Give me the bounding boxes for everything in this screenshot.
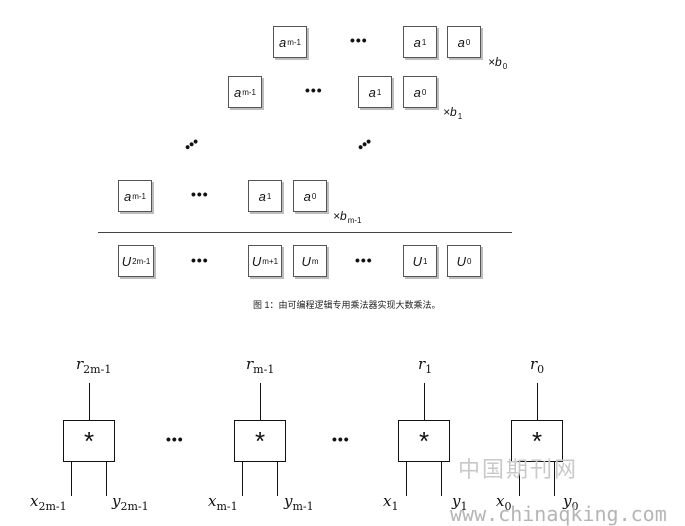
label-y-m-1: ym-1 [284,492,314,513]
ellipsis-row0: ••• [350,32,368,48]
label-x-m-1: xm-1 [208,492,238,513]
label-r-2m-1: r2m-1 [76,355,112,376]
wire-x-1 [406,462,408,496]
multiplier-gate-2m-1: * [63,420,115,462]
ellipsis-gates-right: ••• [332,431,350,447]
label-x-0: x0 [496,492,512,513]
sum-rule [98,232,512,233]
label-r-0: r0 [530,355,545,376]
label-r-m-1: rm-1 [246,355,275,376]
wire-y-0 [554,462,556,496]
mult-b0: ×b0 [488,55,508,71]
label-y-1: y1 [452,492,468,513]
label-y-2m-1: y2m-1 [112,492,149,513]
ellipsis-result-left: ••• [191,252,209,268]
watermark-cn: 中国期刊网 [458,458,579,483]
label-y-0: y0 [563,492,579,513]
ellipsis-row1: ••• [305,82,323,98]
label-x-1: x1 [383,492,399,513]
wire-r-2m-1 [89,383,91,420]
label-x-2m-1: x2m-1 [30,492,67,513]
wire-x-0 [519,462,521,496]
wire-y-1 [441,462,443,496]
mult-b1: ×b1 [443,105,463,121]
wire-r-1 [424,383,426,420]
diagonal-ellipsis-right: ••• [353,133,375,155]
ellipsis-result-right: ••• [355,252,373,268]
ellipsis-gates-left: ••• [166,431,184,447]
multiplier-gate-0: * [511,420,563,462]
label-r-1: r1 [418,355,433,376]
wire-y-2m-1 [106,462,108,496]
multiplier-gate-1: * [398,420,450,462]
diagonal-ellipsis-left: ••• [180,133,202,155]
figure-caption: 图 1：由可编程逻辑专用乘法器实现大数乘法。 [253,300,441,310]
watermark-url: www.chinaqking.com [450,502,667,526]
wire-x-m-1 [242,462,244,496]
wire-r-m-1 [260,383,262,420]
wire-r-0 [537,383,539,420]
wire-y-m-1 [277,462,279,496]
ellipsis-row2: ••• [191,186,209,202]
mult-b-m-1: ×bm-1 [333,209,362,225]
wire-x-2m-1 [71,462,73,496]
multiplier-gate-m-1: * [234,420,286,462]
